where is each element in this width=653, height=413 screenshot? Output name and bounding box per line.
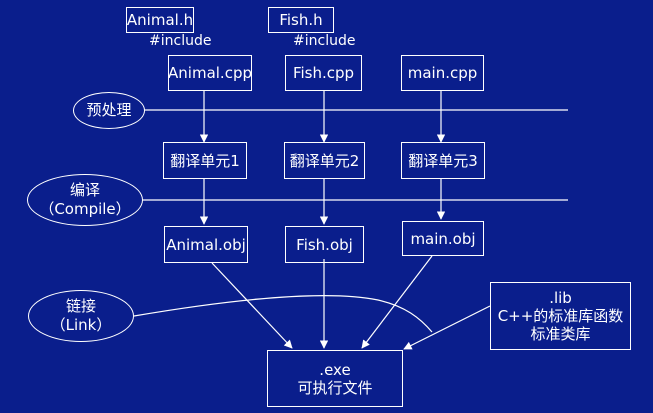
animal-h-label: Animal.h xyxy=(126,11,194,29)
source-animal-cpp: Animal.cpp xyxy=(168,55,252,91)
source-fish-cpp-label: Fish.cpp xyxy=(292,64,355,82)
animal-h-box: Animal.h xyxy=(126,7,194,33)
source-animal-cpp-label: Animal.cpp xyxy=(168,64,252,82)
object-fish-obj-label: Fish.obj xyxy=(296,235,353,254)
source-main-cpp-label: main.cpp xyxy=(407,64,478,82)
object-main-obj: main.obj xyxy=(402,221,484,256)
edge-lib-to-exe xyxy=(403,305,491,350)
stage-compile: 编译 （Compile） xyxy=(27,174,143,226)
translation-unit-2: 翻译单元2 xyxy=(284,142,365,179)
include-label-fish: #include xyxy=(293,33,356,49)
translation-unit-2-label: 翻译单元2 xyxy=(289,151,360,170)
link-curve xyxy=(133,295,433,333)
executable-ext-label: .exe xyxy=(319,360,351,379)
edge-main-obj-to-exe xyxy=(361,255,433,349)
executable-box: .exe 可执行文件 xyxy=(267,350,403,407)
object-fish-obj: Fish.obj xyxy=(285,226,364,263)
object-animal-obj-label: Animal.obj xyxy=(166,235,246,254)
stage-link: 链接 （Link） xyxy=(28,290,134,342)
object-main-obj-label: main.obj xyxy=(410,229,476,248)
stage-preprocess: 预处理 xyxy=(73,92,145,129)
library-box: .lib C++的标准库函数 标准类库 xyxy=(490,282,631,350)
fish-h-label: Fish.h xyxy=(279,11,323,29)
edge-animal-obj-to-exe xyxy=(211,262,293,349)
translation-unit-1: 翻译单元1 xyxy=(163,142,247,179)
source-main-cpp: main.cpp xyxy=(401,55,484,91)
executable-desc-label: 可执行文件 xyxy=(297,378,373,397)
translation-unit-3-label: 翻译单元3 xyxy=(408,151,478,170)
translation-unit-1-label: 翻译单元1 xyxy=(170,151,240,170)
stage-link-line1: 链接 xyxy=(65,297,96,316)
stage-compile-line1: 编译 xyxy=(69,181,100,200)
object-animal-obj: Animal.obj xyxy=(164,226,248,263)
translation-unit-3: 翻译单元3 xyxy=(401,142,485,179)
library-std-class-label: 标准类库 xyxy=(530,325,591,343)
source-fish-cpp: Fish.cpp xyxy=(285,55,362,91)
stage-preprocess-label: 预处理 xyxy=(86,101,132,120)
library-std-func-label: C++的标准库函数 xyxy=(497,307,624,325)
fish-h-box: Fish.h xyxy=(268,7,334,33)
include-label-animal: #include xyxy=(149,33,212,49)
stage-link-line2: （Link） xyxy=(50,316,112,334)
library-ext-label: .lib xyxy=(549,289,572,307)
stage-compile-line2: （Compile） xyxy=(39,200,131,218)
